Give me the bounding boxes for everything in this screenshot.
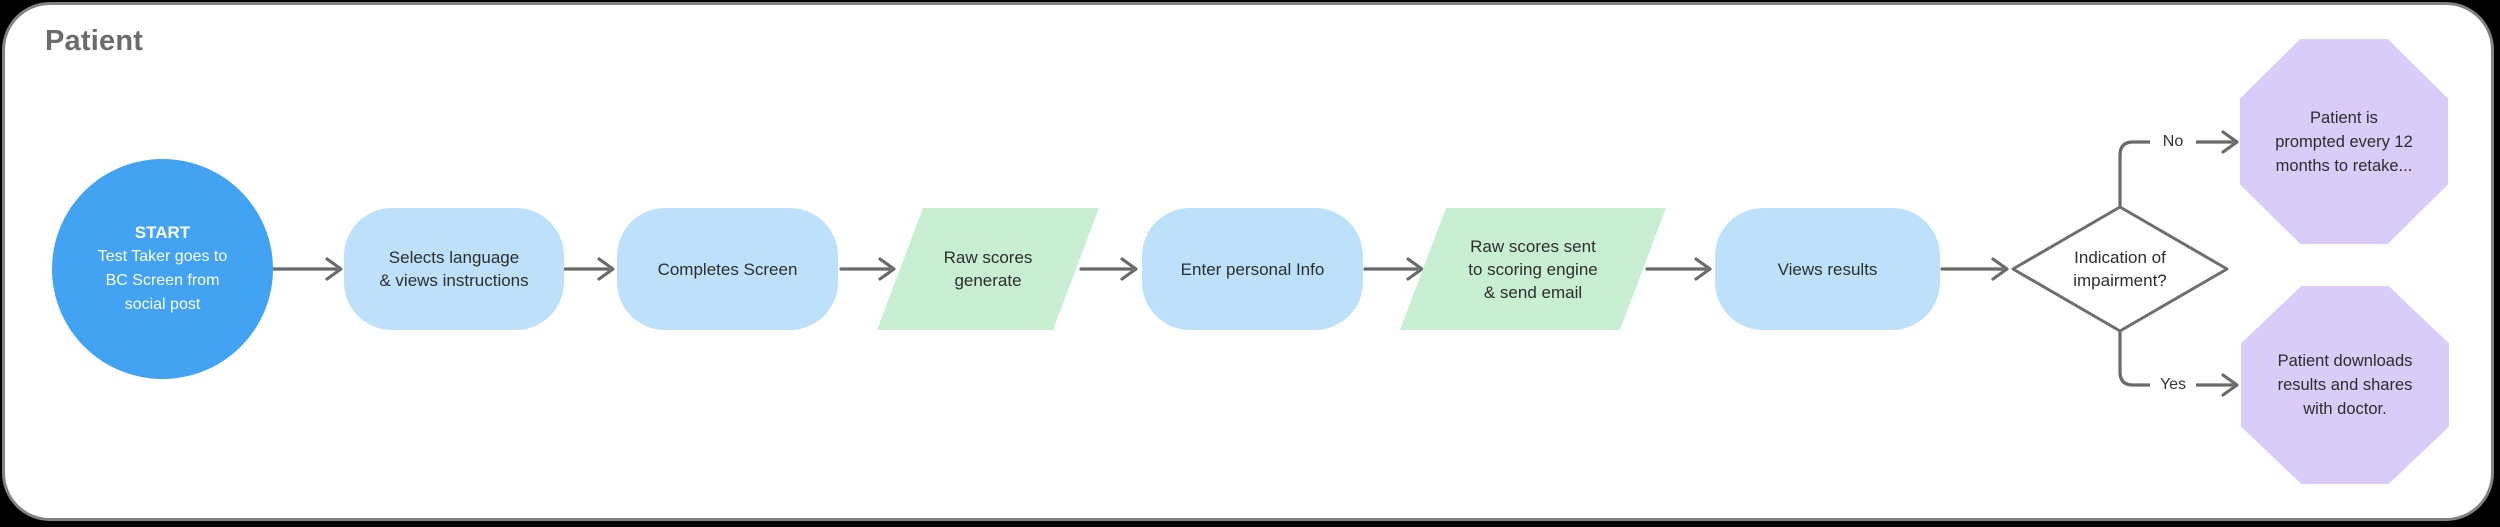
arrow-head bbox=[2221, 130, 2239, 154]
outcome-retake-prompt[interactable]: Patient is prompted every 12 months to r… bbox=[2240, 39, 2448, 244]
arrow-head bbox=[878, 257, 896, 281]
step-enter-personal-info[interactable]: Enter personal Info bbox=[1142, 208, 1363, 330]
step-views-results[interactable]: Views results bbox=[1715, 208, 1940, 330]
branch-label-yes: Yes bbox=[2150, 373, 2196, 397]
start-node-label: START bbox=[134, 223, 191, 242]
step-text: Completes Screen bbox=[657, 259, 798, 279]
start-node[interactable]: START Test Taker goes to BC Screen from … bbox=[52, 159, 273, 379]
branch-label-no: No bbox=[2150, 130, 2196, 154]
outcome-text: Patient is prompted every 12 months to r… bbox=[2275, 108, 2413, 175]
outcome-download-share[interactable]: Patient downloads results and shares wit… bbox=[2241, 286, 2449, 484]
arrow-head bbox=[1694, 257, 1712, 281]
step-text: Enter personal Info bbox=[1180, 259, 1325, 279]
arrow-head bbox=[597, 257, 615, 281]
arrow-head bbox=[325, 257, 343, 281]
step-text: Raw scores generate bbox=[943, 248, 1033, 290]
step-text: Selects language & views instructions bbox=[379, 248, 529, 290]
step-text: Raw scores sent to scoring engine & send… bbox=[1468, 236, 1598, 302]
data-raw-scores-sent[interactable]: Raw scores sent to scoring engine & send… bbox=[1400, 208, 1666, 330]
data-raw-scores-generate[interactable]: Raw scores generate bbox=[877, 208, 1099, 330]
outcome-text: Patient downloads results and shares wit… bbox=[2277, 352, 2413, 418]
decision-indication-of-impairment[interactable]: Indication of impairment? bbox=[2020, 235, 2220, 303]
step-completes-screen[interactable]: Completes Screen bbox=[617, 208, 838, 330]
lane-title: Patient bbox=[45, 25, 144, 57]
arrow-head bbox=[1120, 257, 1138, 281]
step-selects-language[interactable]: Selects language & views instructions bbox=[344, 208, 564, 330]
arrow-head bbox=[2221, 373, 2239, 397]
step-text: Views results bbox=[1777, 259, 1878, 279]
start-node-text: Test Taker goes to BC Screen from social… bbox=[97, 248, 228, 313]
arrow-head bbox=[1406, 257, 1424, 281]
decision-text: Indication of impairment? bbox=[2073, 248, 2167, 290]
arrow-head bbox=[1991, 257, 2009, 281]
